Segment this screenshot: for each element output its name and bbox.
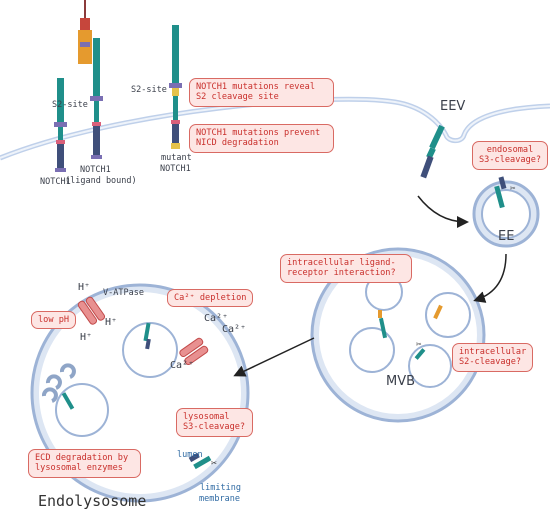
ca-label-1: Ca²⁺ [204,313,229,324]
h-plus-label-3: H⁺ [80,332,93,343]
notch1-ligand-bound [78,0,103,159]
endolysosome: ✂ [30,283,250,503]
eev-label: EEV [440,99,466,114]
s2-site-label-left: S2-site [52,100,88,110]
notch1-ligand-label-2: (ligand bound) [65,176,137,186]
mvb-label: MVB [386,374,416,389]
callout-lysosomal-s3: lysosomal S3-cleavage? [176,408,253,437]
mutant-notch1 [169,25,182,149]
calcium-channel [179,337,209,366]
notch1-receptor [54,78,67,172]
callout-nicd-line1: NOTCH1 mutations prevent [196,128,321,138]
limiting-membrane-label-2: membrane [199,494,240,504]
mvb: ✂ [310,247,486,423]
callout-ca-depletion: Ca²⁺ depletion [167,289,254,308]
v-atpase-pump [77,296,106,325]
arrow-ee-to-mvb [473,253,507,303]
callout-low-ph: low pH [31,311,77,330]
limiting-membrane-label-1: limiting [200,483,241,493]
callout-ca-depletion-line1: Ca²⁺ depletion [174,293,247,303]
callout-ecd-degradation: ECD degradation by lysosomal enzymes [28,449,141,478]
h-plus-label-2: H⁺ [105,317,118,328]
callout-ligand-receptor-line2: receptor interaction? [287,268,396,279]
callout-ecd-line1: ECD degradation by [35,453,129,463]
callout-endosomal-s3: endosomal S3-cleavage? [472,141,548,170]
callout-s2-reveal-line1: NOTCH1 mutations reveal [196,82,315,92]
ca-label-3: Ca²⁺ [170,360,195,371]
callout-nicd-line2: NICD degradation [196,138,279,149]
notch1-ligand-label-1: NOTCH1 [80,165,111,175]
ca-label-2: Ca²⁺ [222,324,247,335]
svg-text:✂: ✂ [211,458,217,469]
v-atpase-label: V-ATPase [103,288,144,298]
lumen-label: lumen [177,450,203,460]
mutant-label-2: NOTCH1 [160,164,191,174]
callout-s2-reveal-line2: S2 cleavage site [196,92,279,103]
notch1-label: NOTCH1 [40,177,71,187]
callout-ecd-line2: lysosomal enzymes [35,463,123,474]
svg-text:✂: ✂ [510,184,516,194]
callout-lyso-s3-line2: S3-cleavage? [183,422,246,433]
mutant-label-1: mutant [161,153,192,163]
callout-s2-reveal: NOTCH1 mutations reveal S2 cleavage site [189,78,334,107]
callout-intra-s2-line2: S2-cleavage? [459,357,522,368]
callout-nicd: NOTCH1 mutations prevent NICD degradatio… [189,124,334,153]
arrow-eev-to-ee [417,195,469,228]
ee-label: EE [498,229,515,244]
svg-text:✂: ✂ [416,340,422,350]
eev-receptor [420,124,445,179]
endolysosome-label: Endolysosome [38,492,147,510]
callout-intracellular-s2: intracellular S2-cleavage? [452,343,533,372]
s2-site-label-mutant: S2-site [131,85,167,95]
callout-intra-s2-line1: intracellular [459,347,527,357]
h-plus-label-1: H⁺ [78,282,91,293]
callout-endo-s3-line2: S3-cleavage? [479,155,542,166]
callout-low-ph-line1: low pH [38,315,70,325]
callout-ligand-receptor: intracellular ligand- receptor interacti… [280,254,412,283]
arrow-mvb-to-endolysosome [233,337,315,377]
early-endosome: ✂ [472,176,540,248]
callout-endo-s3-line1: endosomal [486,145,534,155]
callout-ligand-receptor-line1: intracellular ligand- [287,258,396,268]
callout-lyso-s3-line1: lysosomal [183,412,230,422]
